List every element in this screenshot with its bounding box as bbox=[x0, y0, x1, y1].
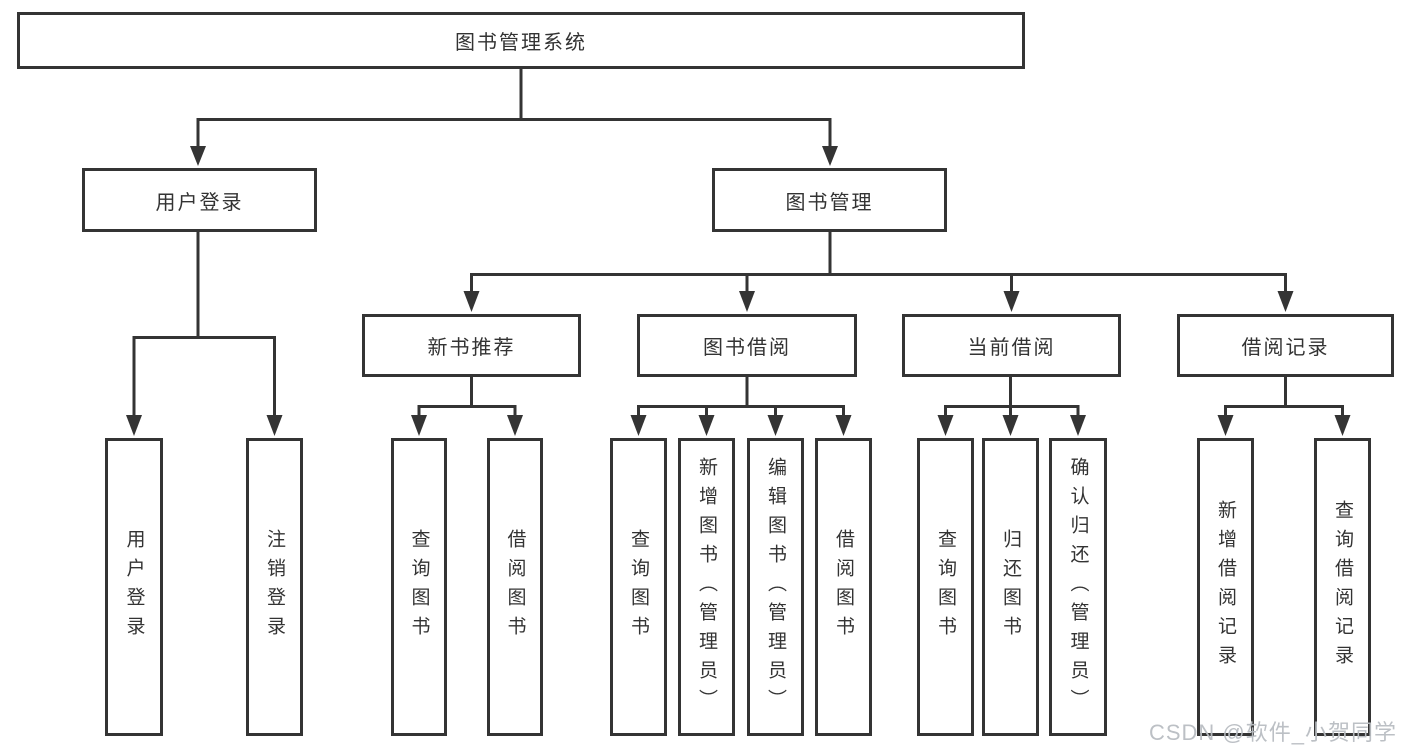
node-current-borrow-label: 当前借阅 bbox=[967, 337, 1056, 359]
connector-book-mgmt-rail bbox=[470, 273, 1287, 296]
arrow-to-newrec-query bbox=[411, 415, 427, 436]
connector-root-rail bbox=[196, 118, 832, 150]
leaf-borrow-query-books: 查询图书 bbox=[610, 438, 667, 736]
node-current-borrow: 当前借阅 bbox=[902, 314, 1121, 377]
arrow-to-current-return bbox=[1002, 415, 1019, 436]
node-borrow-records: 借阅记录 bbox=[1177, 314, 1394, 377]
node-new-book-recommend-label: 新书推荐 bbox=[427, 337, 516, 359]
node-root: 图书管理系统 bbox=[17, 12, 1025, 69]
arrow-to-current-query bbox=[937, 415, 954, 436]
leaf-logout: 注销登录 bbox=[246, 438, 303, 736]
arrow-to-leaf-user-login bbox=[126, 415, 142, 436]
leaf-current-confirm-return-admin-label: 确认归还（管理员） bbox=[1067, 456, 1089, 718]
leaf-records-add-record-label: 新增借阅记录 bbox=[1215, 500, 1236, 674]
leaf-records-query-record-label: 查询借阅记录 bbox=[1332, 500, 1353, 674]
arrow-to-borrow-edit bbox=[767, 415, 784, 436]
connector-borrow-rail bbox=[637, 405, 845, 420]
arrow-to-records-query bbox=[1334, 415, 1351, 436]
arrow-to-borrow-query bbox=[630, 415, 647, 436]
arrow-to-book-borrow bbox=[739, 291, 755, 312]
connector-records-rail bbox=[1224, 405, 1344, 420]
leaf-current-return-books: 归还图书 bbox=[982, 438, 1039, 736]
arrow-to-book-management bbox=[822, 146, 838, 166]
leaf-borrow-query-books-label: 查询图书 bbox=[628, 529, 649, 645]
node-root-label: 图书管理系统 bbox=[455, 32, 587, 54]
leaf-records-add-record: 新增借阅记录 bbox=[1197, 438, 1254, 736]
arrow-to-borrow-records bbox=[1277, 291, 1294, 312]
node-new-book-recommend: 新书推荐 bbox=[362, 314, 581, 377]
node-user-login-label: 用户登录 bbox=[155, 191, 244, 214]
leaf-borrow-borrow-books: 借阅图书 bbox=[815, 438, 872, 736]
arrow-to-borrow-borrow bbox=[835, 415, 852, 436]
connector-new-rec-rail bbox=[417, 405, 517, 420]
leaf-borrow-borrow-books-label: 借阅图书 bbox=[833, 529, 854, 645]
connector-user-login-rail bbox=[132, 336, 276, 420]
leaf-current-confirm-return-admin: 确认归还（管理员） bbox=[1049, 438, 1107, 736]
node-borrow-records-label: 借阅记录 bbox=[1241, 337, 1330, 359]
arrow-to-new-book-recommend bbox=[463, 291, 480, 312]
leaf-newrec-query-books: 查询图书 bbox=[391, 438, 447, 736]
node-book-borrow: 图书借阅 bbox=[637, 314, 857, 377]
leaf-logout-label: 注销登录 bbox=[264, 529, 285, 645]
leaf-borrow-edit-books-admin-label: 编辑图书（管理员） bbox=[765, 456, 786, 718]
arrow-to-current-borrow bbox=[1003, 291, 1020, 312]
node-user-login: 用户登录 bbox=[82, 168, 317, 232]
arrow-to-current-confirm bbox=[1070, 415, 1086, 436]
node-book-management-label: 图书管理 bbox=[785, 191, 874, 214]
csdn-watermark: CSDN @软件_小贺同学 bbox=[1148, 720, 1397, 745]
node-book-borrow-label: 图书借阅 bbox=[703, 337, 791, 359]
arrow-to-borrow-add bbox=[698, 415, 715, 436]
leaf-borrow-add-books-admin: 新增图书（管理员） bbox=[678, 438, 735, 736]
leaf-newrec-query-books-label: 查询图书 bbox=[408, 529, 430, 645]
leaf-borrow-add-books-admin-label: 新增图书（管理员） bbox=[696, 456, 717, 718]
node-book-management: 图书管理 bbox=[712, 168, 947, 232]
leaf-current-return-books-label: 归还图书 bbox=[1000, 529, 1021, 645]
arrow-to-newrec-borrow bbox=[507, 415, 523, 436]
leaf-newrec-borrow-books-label: 借阅图书 bbox=[504, 529, 526, 645]
leaf-user-login: 用户登录 bbox=[105, 438, 163, 736]
leaf-newrec-borrow-books: 借阅图书 bbox=[487, 438, 543, 736]
arrow-to-user-login bbox=[190, 146, 206, 166]
leaf-current-query-books-label: 查询图书 bbox=[935, 529, 956, 645]
leaf-user-login-label: 用户登录 bbox=[123, 529, 145, 645]
leaf-records-query-record: 查询借阅记录 bbox=[1314, 438, 1371, 736]
leaf-borrow-edit-books-admin: 编辑图书（管理员） bbox=[747, 438, 804, 736]
leaf-current-query-books: 查询图书 bbox=[917, 438, 974, 736]
arrow-to-leaf-logout bbox=[266, 415, 283, 436]
arrow-to-records-add bbox=[1217, 415, 1234, 436]
